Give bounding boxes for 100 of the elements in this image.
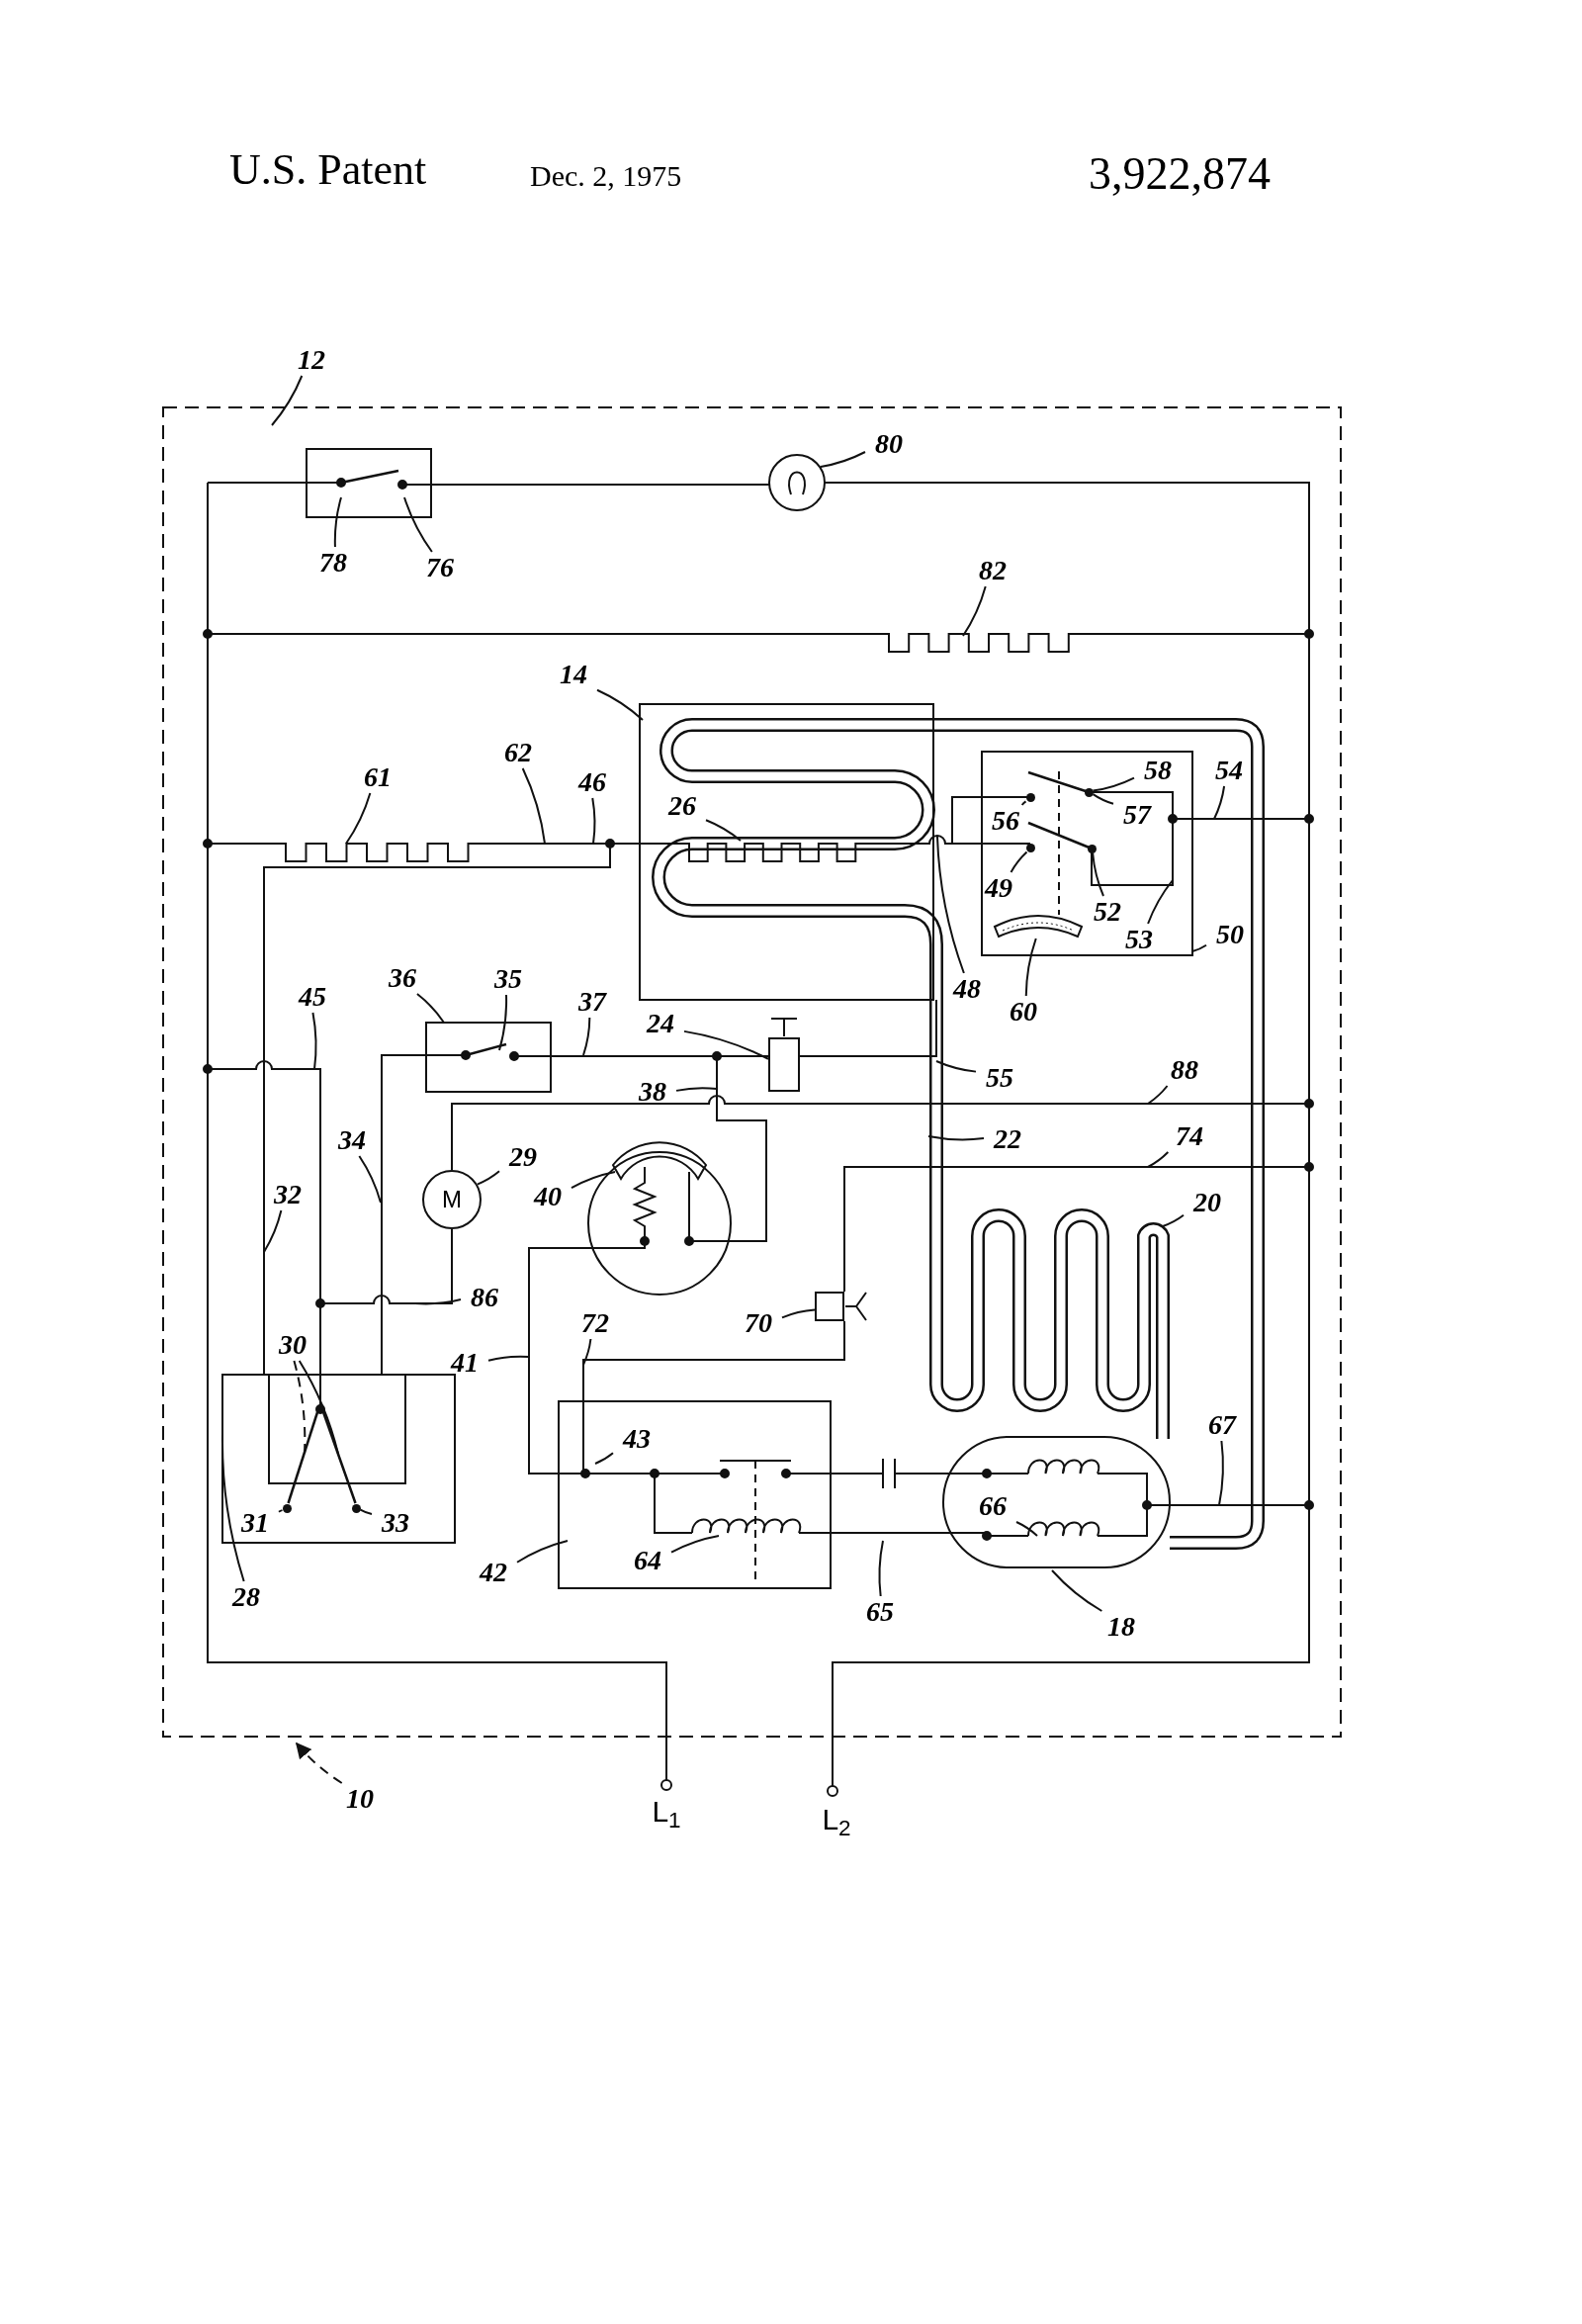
callout-number: 46 — [578, 768, 606, 796]
leader-line — [1213, 785, 1226, 820]
leader-line — [1015, 1521, 1038, 1537]
motor-symbol: M — [422, 1170, 482, 1229]
leader-line — [582, 1017, 591, 1056]
callout-number: 28 — [232, 1583, 260, 1611]
leader-line — [936, 836, 965, 974]
callout-number: 67 — [1208, 1411, 1236, 1439]
callout-number: 40 — [534, 1183, 562, 1210]
leader-line — [1162, 1213, 1185, 1227]
leader-line — [415, 993, 445, 1024]
bimetal-element — [993, 913, 1084, 939]
leader-line — [594, 1452, 614, 1465]
leader-line — [1010, 850, 1028, 873]
leader-line — [311, 1012, 317, 1070]
callout-number: 56 — [992, 807, 1019, 835]
callout-number: 70 — [745, 1309, 772, 1337]
callout-number: 48 — [953, 975, 981, 1003]
leader-line — [476, 1170, 500, 1186]
callout-number: 74 — [1176, 1122, 1203, 1150]
callout-number: 86 — [471, 1284, 498, 1311]
callout-number: 60 — [1010, 998, 1037, 1026]
leader-line — [1092, 776, 1135, 792]
callout-number: 62 — [504, 739, 532, 766]
callout-number: 26 — [668, 792, 696, 820]
callout-number: 30 — [279, 1331, 307, 1359]
callout-number: 42 — [480, 1559, 507, 1586]
callout-number: 20 — [1193, 1189, 1221, 1216]
leader-line — [1092, 793, 1114, 805]
leader-arrow — [295, 1742, 343, 1784]
leader-line — [596, 688, 644, 721]
callout-number: 65 — [866, 1598, 894, 1626]
leader-line — [1147, 1151, 1170, 1168]
callout-number: 58 — [1144, 757, 1172, 784]
callout-number: 33 — [382, 1509, 409, 1537]
leader-line — [935, 1060, 977, 1073]
callout-number: 41 — [451, 1349, 479, 1377]
callout-number: 64 — [634, 1547, 661, 1574]
leader-line — [358, 1155, 382, 1204]
callout-number: 55 — [986, 1064, 1013, 1092]
callout-number: 72 — [581, 1309, 609, 1337]
leader-line — [333, 496, 342, 548]
leader-line — [1024, 938, 1037, 997]
callout-number: 12 — [298, 346, 325, 374]
callout-number: 29 — [509, 1143, 537, 1171]
leader-line — [927, 1135, 985, 1141]
callout-number: 78 — [319, 549, 347, 577]
leader-line — [359, 1508, 373, 1515]
terminal-label: L$_{1}$ — [652, 1797, 681, 1827]
leader-line — [498, 994, 508, 1051]
callout-number: 76 — [426, 554, 454, 581]
callout-number: 88 — [1171, 1056, 1198, 1084]
callout-number: 18 — [1107, 1613, 1135, 1641]
callout-number: 10 — [346, 1785, 374, 1813]
leader-line — [670, 1535, 720, 1554]
callout-number: 34 — [338, 1126, 366, 1154]
callout-number: 38 — [639, 1078, 666, 1106]
callout-number: 31 — [241, 1509, 269, 1537]
callout-number: 22 — [994, 1125, 1021, 1153]
fan-motor-housing — [815, 1292, 844, 1321]
callout-number: 54 — [1215, 757, 1243, 784]
leader-line — [1191, 943, 1207, 952]
leader-line — [1092, 851, 1104, 897]
leader-line — [278, 1509, 284, 1513]
callout-number: 61 — [364, 763, 392, 791]
leader-line — [820, 451, 866, 468]
leader-line — [487, 1355, 530, 1362]
leader-line — [403, 496, 433, 553]
callout-number: 45 — [299, 983, 326, 1011]
leader-line — [675, 1087, 718, 1092]
callout-number: 80 — [875, 430, 903, 458]
leader-line — [345, 792, 372, 845]
callout-number: 14 — [560, 661, 587, 688]
callout-number: 37 — [578, 988, 606, 1016]
leader-line — [271, 375, 304, 426]
callout-number: 53 — [1125, 926, 1153, 953]
leader-line — [1147, 879, 1174, 925]
callout-number: 24 — [647, 1010, 674, 1037]
leader-line — [414, 1298, 462, 1305]
callout-number: 50 — [1216, 921, 1244, 948]
leader-line — [878, 1540, 884, 1597]
leader-line — [781, 1308, 816, 1319]
leader-line — [582, 1338, 592, 1366]
leader-line — [962, 585, 987, 637]
callout-number: 57 — [1123, 801, 1151, 829]
leader-line — [516, 1540, 569, 1564]
leader-line — [1020, 800, 1027, 806]
solenoid-valve — [768, 1036, 800, 1092]
callout-number: 35 — [494, 965, 522, 993]
leader-line — [1218, 1440, 1224, 1506]
leader-line — [521, 767, 546, 845]
leader-line — [1147, 1085, 1169, 1105]
header-text: U.S. Patent — [229, 148, 427, 192]
leader-line — [221, 1433, 245, 1582]
callout-number: 82 — [979, 557, 1007, 584]
leader-line — [705, 819, 742, 842]
callout-number: 66 — [979, 1492, 1007, 1520]
leader-line — [683, 1029, 769, 1060]
header-text: 3,922,874 — [1089, 151, 1271, 197]
callout-number: 43 — [623, 1425, 651, 1453]
